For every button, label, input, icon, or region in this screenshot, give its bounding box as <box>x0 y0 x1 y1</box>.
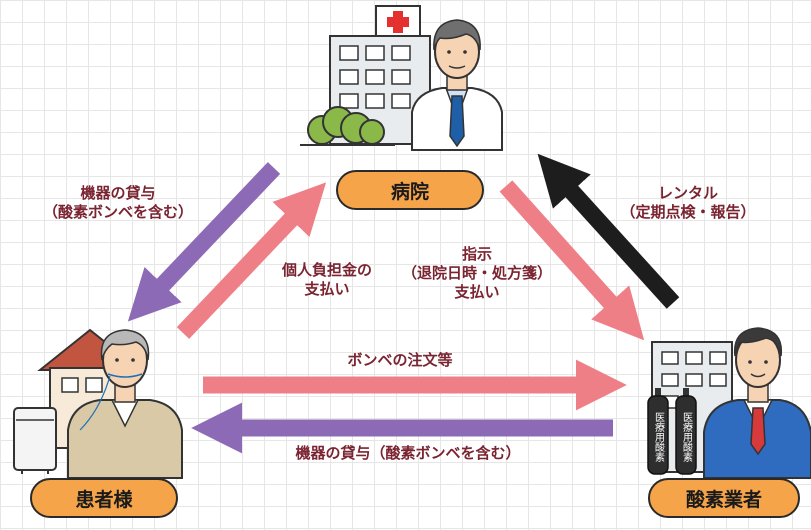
cylinder-label-left: 医療用酸素 <box>653 412 665 462</box>
arrow-hospital-to-supplier <box>499 180 645 341</box>
flow-text-patient-to-hospital: 個人負担金の 支払い <box>262 261 392 299</box>
hospital-illustration <box>300 5 503 151</box>
flow-text-patient-to-supplier: ボンベの注文等 <box>300 351 500 370</box>
oxygen-cylinders: 医療用酸素 医療用酸素 <box>647 388 697 475</box>
flow-line: ボンベの注文等 <box>347 351 453 369</box>
patient-label: 患者様 <box>30 478 178 518</box>
flow-text-supplier-to-patient: 機器の貸与（酸素ボンベを含む） <box>248 444 568 463</box>
flow-text-hospital-to-supplier: 指示 （退院日時・処方箋） 支払い <box>382 245 572 302</box>
flow-line: 機器の貸与（酸素ボンベを含む） <box>295 444 521 462</box>
flow-line: （退院日時・処方箋） <box>401 264 552 282</box>
flow-line: 機器の貸与 <box>80 184 156 202</box>
flow-line: （酸素ボンベを含む） <box>42 203 193 221</box>
arrow-supplier-to-hospital <box>537 153 680 309</box>
flow-line: 個人負担金の <box>281 261 372 279</box>
supplier-label: 酸素業者 <box>648 478 800 518</box>
flow-line: レンタル <box>657 184 718 202</box>
cylinder-label-right: 医療用酸素 <box>681 412 693 462</box>
flow-line: 指示 <box>461 245 492 263</box>
arrow-hospital-to-patient <box>127 162 281 322</box>
supplier-illustration: 医療用酸素 医療用酸素 <box>647 327 811 479</box>
flow-text-hospital-to-patient: 機器の貸与 （酸素ボンベを含む） <box>8 184 228 222</box>
patient-illustration <box>13 328 183 479</box>
flow-line: （定期点検・報告） <box>620 203 756 221</box>
hospital-label: 病院 <box>336 170 484 210</box>
flow-line: 支払い <box>454 283 500 301</box>
arrow-patient-to-hospital <box>176 182 327 339</box>
flow-text-supplier-to-hospital: レンタル （定期点検・報告） <box>596 184 780 222</box>
flow-line: 支払い <box>304 280 350 298</box>
